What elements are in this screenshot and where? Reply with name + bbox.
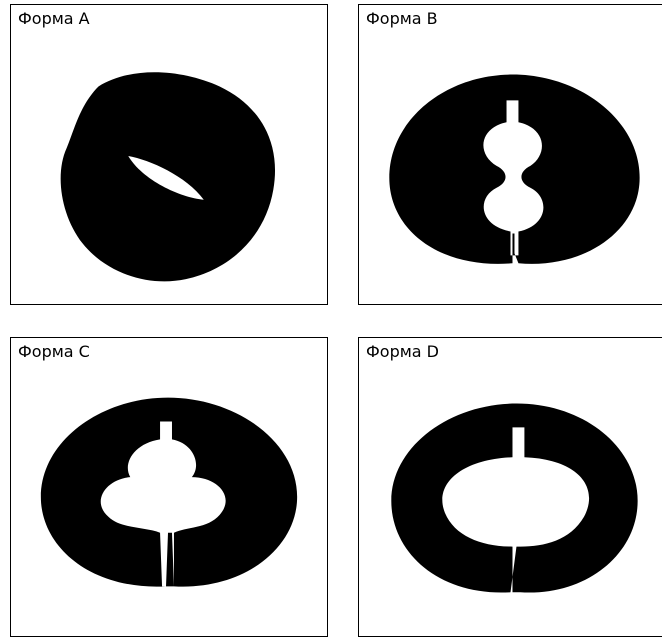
shape-c-body	[41, 398, 297, 587]
shape-b-body	[389, 75, 639, 264]
shape-b	[359, 5, 662, 304]
panel-shape-b: Форма B	[358, 4, 662, 305]
shape-c	[11, 338, 327, 636]
panel-shape-d: Форма D	[358, 337, 662, 637]
shape-d	[359, 338, 662, 636]
shape-a	[11, 5, 327, 304]
panel-shape-c: Форма C	[10, 337, 328, 637]
panel-shape-a: Форма A	[10, 4, 328, 305]
shape-d-body	[391, 404, 637, 593]
